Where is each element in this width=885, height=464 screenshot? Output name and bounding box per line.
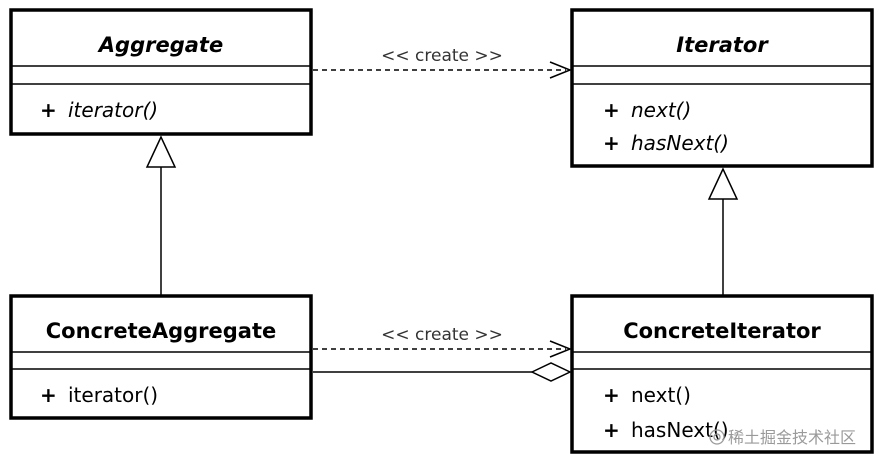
class-concrete-aggregate[interactable]: ConcreteAggregate + iterator() [9,294,313,420]
class-name-concrete-iterator: ConcreteIterator [623,319,821,343]
visibility-marker: + [40,98,57,122]
visibility-marker: + [40,383,57,407]
class-aggregate[interactable]: Aggregate + iterator() [9,8,313,136]
visibility-marker: + [603,383,620,407]
hollow-triangle-arrow-icon [145,135,177,168]
aggregation-diamond-icon [530,362,572,382]
open-arrow-head-icon [549,340,573,358]
class-name-iterator: Iterator [676,33,769,57]
generalization-aggregate [145,135,177,296]
operation-next: next() [631,98,691,122]
class-name-aggregate: Aggregate [97,33,223,57]
create-label-bottom: << create >> [381,325,503,345]
class-iterator[interactable]: Iterator + next() + hasNext() [570,8,874,168]
visibility-marker: + [603,98,620,122]
class-name-concrete-aggregate: ConcreteAggregate [46,319,277,343]
create-dependency-bottom [313,340,573,358]
visibility-marker: + [603,418,620,442]
operation-iterator: iterator() [68,98,158,122]
watermark-text: 稀土掘金技术社区 [728,428,856,447]
watermark: 稀土掘金技术社区 [709,428,856,447]
create-dependency-top [313,61,573,79]
class-concrete-iterator[interactable]: ConcreteIterator + next() + hasNext() [570,294,874,454]
aggregation-association [313,362,572,382]
at-sign-icon [709,429,725,445]
operation-hasnext: hasNext() [631,131,729,155]
operation-hasnext: hasNext() [631,418,729,442]
operation-iterator: iterator() [68,383,158,407]
hollow-triangle-arrow-icon [707,167,739,200]
visibility-marker: + [603,131,620,155]
generalization-iterator [707,167,739,296]
open-arrow-head-icon [549,61,573,79]
create-label-top: << create >> [381,46,503,66]
operation-next: next() [631,383,691,407]
